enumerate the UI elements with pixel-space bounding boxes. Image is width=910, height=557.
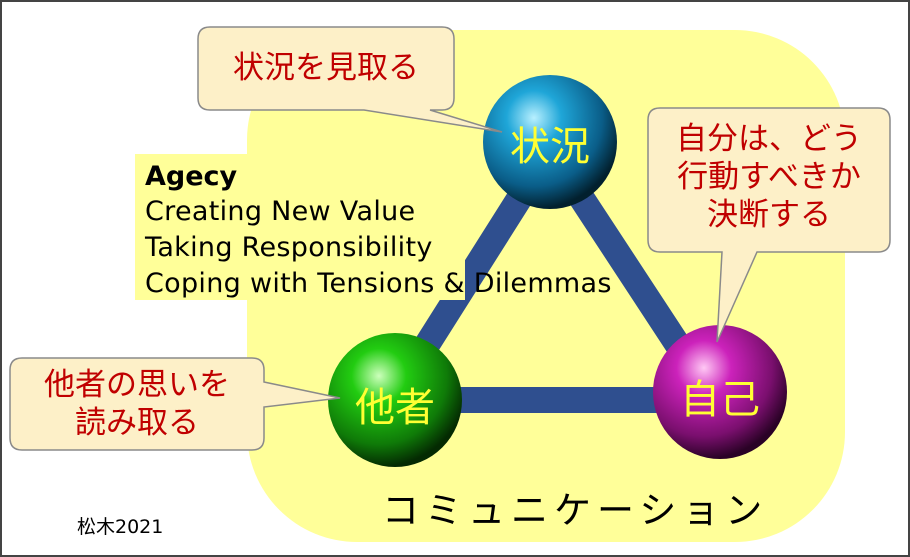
callout-self-line: 決断する (707, 197, 831, 233)
callout-situation (197, 26, 503, 133)
agency-item: Creating New Value (145, 196, 416, 227)
agency-title: Agecy (145, 161, 238, 192)
relationship-triangle (379, 137, 727, 413)
sphere-others (328, 333, 462, 467)
node-label-situation: 状況 (510, 124, 590, 170)
callout-others-line: 読み取る (75, 405, 199, 441)
callout-situation-text: 状況を見取る (233, 50, 419, 86)
communication-label: コミュニケーション (382, 489, 769, 532)
sphere-self (653, 325, 787, 459)
agency-block: Agecy Creating New Value Taking Responsi… (135, 154, 612, 300)
callout-others-line: 他者の思いを (44, 367, 230, 403)
sphere-situation (483, 75, 617, 209)
agency-item: Coping with Tensions & Dilemmas (145, 268, 612, 299)
callout-self (647, 107, 891, 343)
callout-self-line: 行動すべきか (677, 159, 861, 195)
node-label-others: 他者 (355, 385, 435, 431)
callout-self-line: 自分は、どう (676, 121, 862, 157)
credit-label: 松木2021 (77, 516, 164, 538)
node-label-self: 自己 (680, 377, 760, 423)
callout-others (9, 357, 341, 451)
callout-others-text: 他者の思いを 読み取る (10, 366, 264, 442)
agency-item: Taking Responsibility (145, 232, 433, 263)
callout-self-text: 自分は、どう 行動すべきか 決断する (648, 120, 890, 234)
